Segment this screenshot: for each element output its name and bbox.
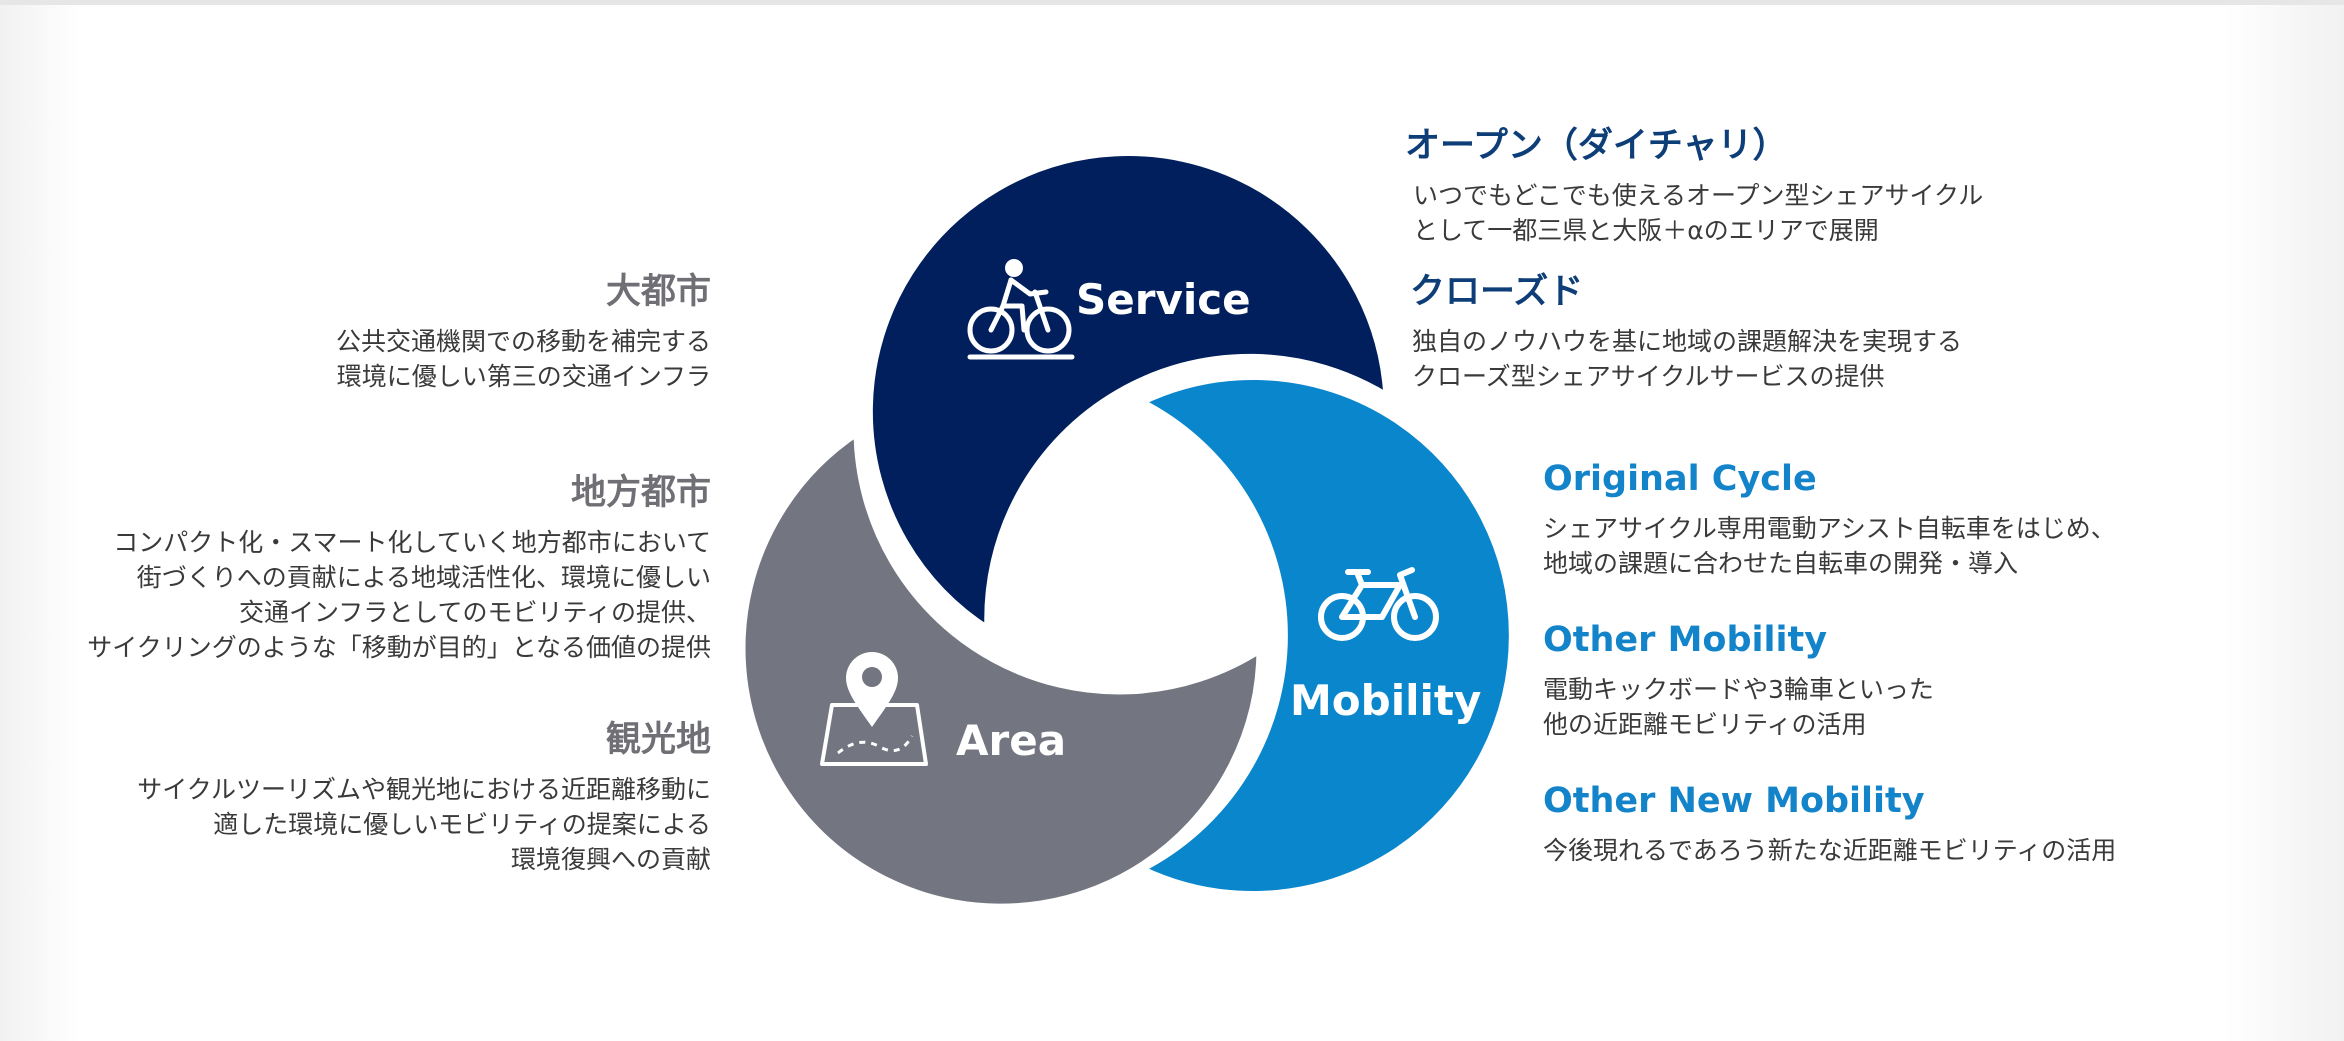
left-edge-shade bbox=[0, 5, 80, 1041]
mobility-item-body: シェアサイクル専用電動アシスト自転車をはじめ、 地域の課題に合わせた自転車の開発… bbox=[1543, 514, 2116, 578]
mobility-item-other-new-mobility: Other New Mobility 今後現れるであろう新たな近距離モビリティの… bbox=[1543, 779, 2116, 868]
service-segment bbox=[863, 147, 1393, 636]
area-item-title: 大都市 bbox=[605, 272, 711, 312]
area-item-big-city: 大都市 公共交通機関での移動を補完する 環境に優しい第三の交通インフラ bbox=[336, 270, 711, 394]
service-item-open: オープン（ダイチャリ） いつでもどこでも使えるオープン型シェアサイクル として一… bbox=[1405, 124, 1983, 248]
mobility-item-original-cycle: Original Cycle シェアサイクル専用電動アシスト自転車をはじめ、 地… bbox=[1543, 457, 2116, 581]
mobility-item-title: Other Mobility bbox=[1543, 620, 1828, 660]
service-label: Service bbox=[1076, 275, 1251, 324]
top-border bbox=[0, 0, 2344, 5]
area-item-title: 観光地 bbox=[605, 720, 711, 760]
mobility-item-title: Original Cycle bbox=[1543, 459, 1817, 499]
area-item-body: 公共交通機関での移動を補完する 環境に優しい第三の交通インフラ bbox=[335, 327, 711, 391]
area-item-title: 地方都市 bbox=[570, 473, 711, 513]
area-label: Area bbox=[956, 716, 1067, 765]
mobility-item-body: 今後現れるであろう新たな近距離モビリティの活用 bbox=[1543, 836, 2117, 865]
area-item-regional-city: 地方都市 コンパクト化・スマート化していく地方都市において 街づくりへの貢献によ… bbox=[87, 471, 711, 665]
mobility-segment bbox=[1134, 371, 1518, 900]
service-item-title: オープン（ダイチャリ） bbox=[1405, 126, 1788, 166]
service-item-body: 独自のノウハウを基に地域の課題解決を実現する クローズ型シェアサイクルサービスの… bbox=[1412, 327, 1963, 391]
bicycle-icon bbox=[1318, 567, 1439, 641]
area-item-tourist-spot: 観光地 サイクルツーリズムや観光地における近距離移動に 適した環境に優しいモビリ… bbox=[137, 718, 711, 877]
right-edge-shade bbox=[2224, 5, 2344, 1041]
service-item-closed: クローズド 独自のノウハウを基に地域の課題解決を実現する クローズ型シェアサイク… bbox=[1410, 270, 1962, 394]
cyclist-icon bbox=[967, 259, 1075, 360]
mobility-label: Mobility bbox=[1290, 676, 1482, 725]
service-item-body: いつでもどこでも使えるオープン型シェアサイクル として一都三県と大阪＋αのエリア… bbox=[1413, 181, 1984, 245]
mobility-item-title: Other New Mobility bbox=[1543, 781, 1925, 821]
mobility-item-other-mobility: Other Mobility 電動キックボードや3輪車といった 他の近距離モビリ… bbox=[1543, 618, 1934, 742]
mobility-item-body: 電動キックボードや3輪車といった 他の近距離モビリティの活用 bbox=[1543, 675, 1934, 739]
map-pin-icon bbox=[820, 652, 928, 766]
service-item-title: クローズド bbox=[1410, 272, 1584, 312]
area-item-body: コンパクト化・スマート化していく地方都市において 街づくりへの貢献による地域活性… bbox=[87, 528, 711, 662]
area-item-body: サイクルツーリズムや観光地における近距離移動に 適した環境に優しいモビリティの提… bbox=[137, 775, 711, 874]
